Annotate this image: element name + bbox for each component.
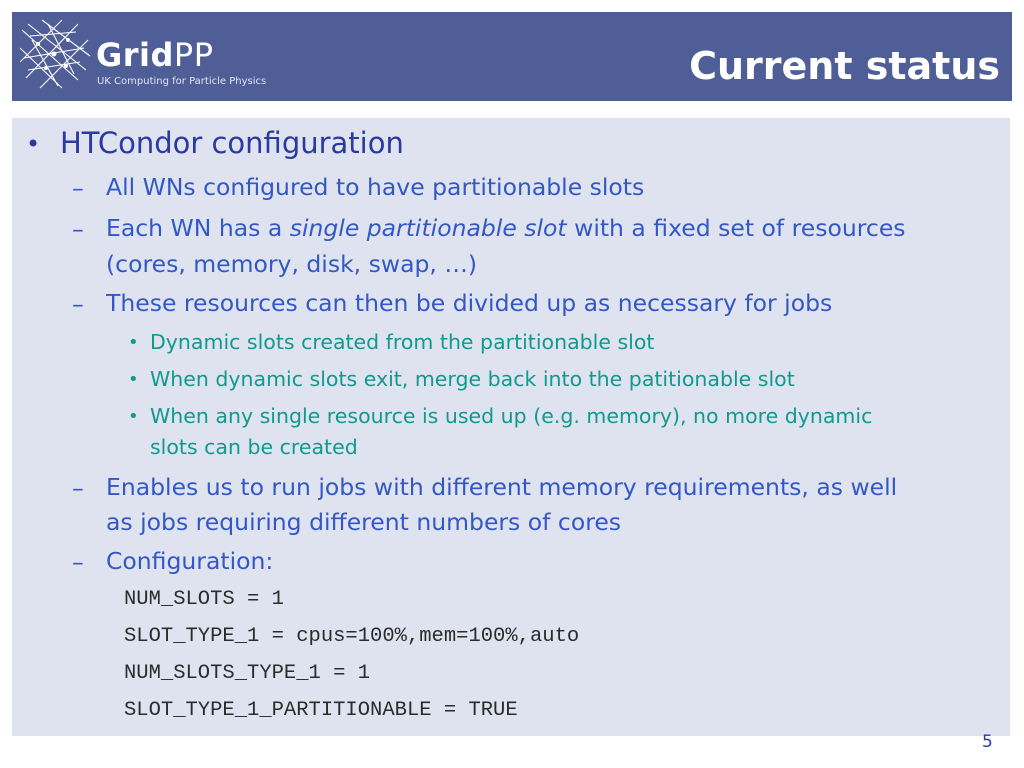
list-item: Configuration: — [106, 547, 274, 575]
slide-title: Current status — [689, 44, 1000, 88]
grid-globe-icon — [19, 19, 91, 89]
code-line: NUM_SLOTS_TYPE_1 = 1 — [124, 662, 371, 685]
bullet-marker: • — [26, 130, 41, 158]
page-number: 5 — [982, 732, 993, 752]
bullet-heading: HTCondor configuration — [60, 126, 404, 160]
sub-bullet-marker: • — [128, 332, 139, 353]
list-item: All WNs configured to have partitionable… — [106, 173, 645, 201]
list-item: Each WN has a single partitionable slot … — [106, 214, 906, 242]
logo-tagline: UK Computing for Particle Physics — [97, 76, 267, 87]
sub-list-item: When any single resource is used up (e.g… — [150, 404, 873, 428]
list-item-continuation: as jobs requiring different numbers of c… — [106, 508, 622, 536]
slide-header: GridPP UK Computing for Particle Physics… — [12, 12, 1012, 101]
list-item: These resources can then be divided up a… — [106, 289, 833, 317]
dash-marker: – — [72, 174, 84, 202]
sub-list-item: Dynamic slots created from the partition… — [150, 330, 655, 354]
sub-list-item-continuation: slots can be created — [150, 435, 358, 459]
list-item-continuation: (cores, memory, disk, swap, …) — [106, 250, 478, 278]
dash-marker: – — [72, 474, 84, 502]
code-line: SLOT_TYPE_1 = cpus=100%,mem=100%,auto — [124, 625, 580, 648]
code-line: NUM_SLOTS = 1 — [124, 588, 284, 611]
dash-marker: – — [72, 290, 84, 318]
slide-content: • HTCondor configuration – All WNs confi… — [12, 118, 1010, 736]
gridpp-logo: GridPP UK Computing for Particle Physics — [18, 18, 278, 94]
dash-marker: – — [72, 215, 84, 243]
sub-bullet-marker: • — [128, 369, 139, 390]
list-item: Enables us to run jobs with different me… — [106, 473, 898, 501]
sub-bullet-marker: • — [128, 406, 139, 427]
dash-marker: – — [72, 548, 84, 576]
code-line: SLOT_TYPE_1_PARTITIONABLE = TRUE — [124, 699, 518, 722]
sub-list-item: When dynamic slots exit, merge back into… — [150, 367, 795, 391]
logo-wordmark: GridPP — [96, 36, 214, 74]
